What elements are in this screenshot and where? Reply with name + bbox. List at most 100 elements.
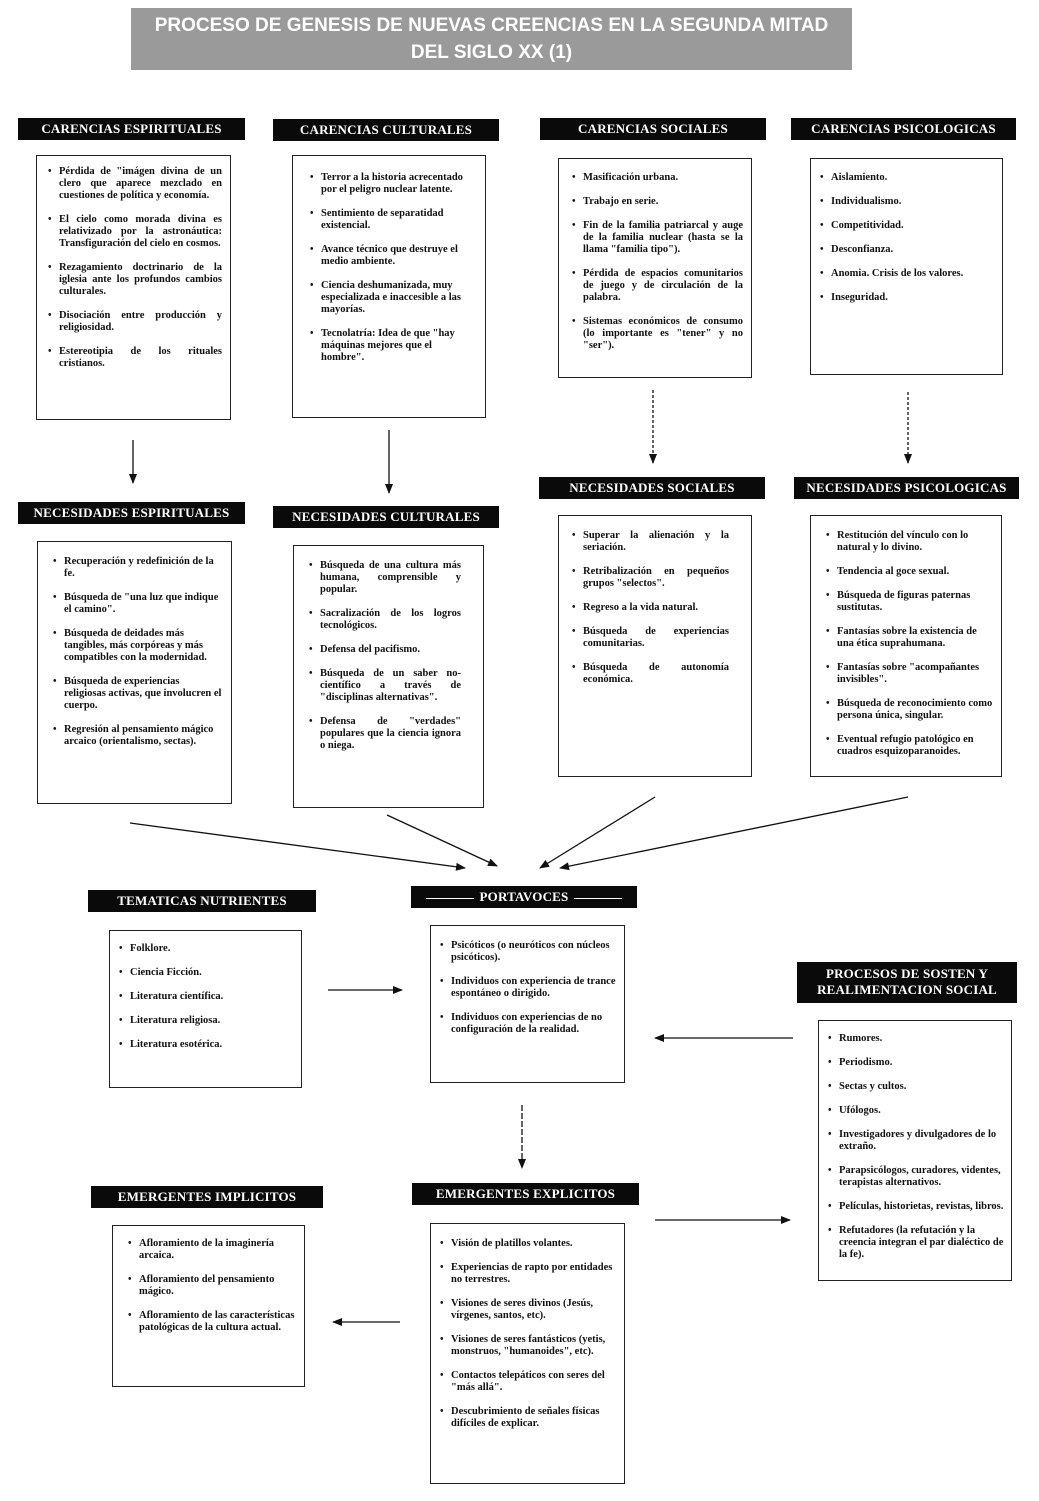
box-necesidades-espirituales: Recuperación y redefinición de la fe. Bús… xyxy=(37,541,232,804)
list-item: Ciencia deshumanizada, muy especializada… xyxy=(309,280,477,316)
header-procesos-sosten: PROCESOS DE SOSTEN Y REALIMENTACION SOCI… xyxy=(797,962,1017,1003)
list-item: Sistemas económicos de consumo (lo impor… xyxy=(571,316,743,352)
bullet-list: Recuperación y redefinición de la fe. Bús… xyxy=(52,556,223,748)
list-item: Búsqueda de "una luz que indique el cami… xyxy=(52,592,223,616)
list-item: Visión de platillos volantes. xyxy=(439,1238,616,1250)
header-carencias-psicologicas: CARENCIAS PSICOLOGICAS xyxy=(791,118,1016,140)
list-item: Afloramiento de la imaginería arcaica. xyxy=(127,1238,296,1262)
list-item: Recuperación y redefinición de la fe. xyxy=(52,556,223,580)
header-carencias-espirituales: CARENCIAS ESPIRITUALES xyxy=(18,118,245,140)
list-item: Pérdida de "imágen divina de un clero qu… xyxy=(47,166,222,202)
bullet-list: Folklore. Ciencia Ficción. Literatura cien… xyxy=(118,943,293,1051)
list-item: Investigadores y divulgadores de lo extr… xyxy=(827,1129,1009,1153)
list-item: Individuos con experiencias de no config… xyxy=(439,1012,616,1036)
box-procesos-sosten: Rumores.Periodismo.Sectas y cultos.Ufólo… xyxy=(818,1020,1012,1281)
list-item: Periodismo. xyxy=(827,1057,1009,1069)
bullet-list: Terror a la historia acrecentado por el … xyxy=(309,172,477,364)
header-portavoces: PORTAVOCES xyxy=(411,886,637,908)
header-necesidades-psicologicas: NECESIDADES PSICOLOGICAS xyxy=(794,477,1019,499)
list-item: Psicóticos (o neuróticos con núcleos psi… xyxy=(439,940,616,964)
arrow-psi-to-portavoces xyxy=(559,796,909,871)
list-item: Búsqueda de una cultura más humana, comp… xyxy=(308,560,461,596)
box-necesidades-sociales: Superar la alienación y la seriación. Ret… xyxy=(558,515,752,777)
list-item: Fantasías sobre la existencia de una éti… xyxy=(825,626,993,650)
bullet-list: Psicóticos (o neuróticos con núcleos psi… xyxy=(439,940,616,1036)
list-item: Masificación urbana. xyxy=(571,172,743,184)
list-item: Aislamiento. xyxy=(819,172,994,184)
bullet-list: Rumores.Periodismo.Sectas y cultos.Ufólo… xyxy=(827,1033,1009,1261)
list-item: Fin de la familia patriarcal y auge de l… xyxy=(571,220,743,256)
list-item: Avance técnico que destruye el medio amb… xyxy=(309,244,477,268)
header-carencias-culturales: CARENCIAS CULTURALES xyxy=(273,119,499,141)
bullet-list: Visión de platillos volantes. Experiencia… xyxy=(439,1238,616,1430)
list-item: Contactos telepáticos con seres del "más… xyxy=(439,1370,616,1394)
header-necesidades-culturales: NECESIDADES CULTURALES xyxy=(273,506,499,528)
list-item: Eventual refugio patológico en cuadros e… xyxy=(825,734,993,758)
list-item: Desconfianza. xyxy=(819,244,994,256)
list-item: Experiencias de rapto por entidades no t… xyxy=(439,1262,616,1286)
list-item: Defensa del pacifismo. xyxy=(308,644,461,656)
list-item: Ufólogos. xyxy=(827,1105,1009,1117)
arrow-cul-to-portavoces xyxy=(386,814,498,867)
box-emergentes-implicitos: Afloramiento de la imaginería arcaica. Af… xyxy=(112,1225,305,1387)
bullet-list: Masificación urbana. Trabajo en serie. Fin… xyxy=(571,172,743,352)
procesos-label-line-1: PROCESOS DE SOSTEN Y xyxy=(825,966,989,981)
list-item: Disociación entre producción y religiosi… xyxy=(47,310,222,334)
list-item: Tendencia al goce sexual. xyxy=(825,566,993,578)
box-necesidades-culturales: Búsqueda de una cultura más humana, comp… xyxy=(293,545,484,808)
procesos-label-line-2: REALIMENTACION SOCIAL xyxy=(817,982,997,997)
header-tematicas-nutrientes: TEMATICAS NUTRIENTES xyxy=(88,890,316,912)
list-item: Regresión al pensamiento mágico arcaico … xyxy=(52,724,223,748)
box-carencias-espirituales: Pérdida de "imágen divina de un clero qu… xyxy=(36,155,231,420)
box-tematicas-nutrientes: Folklore. Ciencia Ficción. Literatura cien… xyxy=(109,930,302,1088)
list-item: Sacralización de los logros tecnológicos… xyxy=(308,608,461,632)
list-item: Superar la alienación y la seriación. xyxy=(571,530,729,554)
list-item: Trabajo en serie. xyxy=(571,196,743,208)
box-carencias-psicologicas: Aislamiento. Individualismo. Competitivida… xyxy=(810,158,1003,375)
list-item: Ciencia Ficción. xyxy=(118,967,293,979)
list-item: Literatura esotérica. xyxy=(118,1039,293,1051)
list-item: Parapsicólogos, curadores, videntes, ter… xyxy=(827,1165,1009,1189)
list-item: Individualismo. xyxy=(819,196,994,208)
header-emergentes-implicitos: EMERGENTES IMPLICITOS xyxy=(91,1186,323,1208)
diagram-title: PROCESO DE GENESIS DE NUEVAS CREENCIAS E… xyxy=(131,8,852,70)
list-item: Visiones de seres fantásticos (yetis, mo… xyxy=(439,1334,616,1358)
list-item: Rezagamiento doctrinario de la iglesia a… xyxy=(47,262,222,298)
bullet-list: Aislamiento. Individualismo. Competitivida… xyxy=(819,172,994,304)
list-item: Búsqueda de experiencias comunitarias. xyxy=(571,626,729,650)
header-necesidades-sociales: NECESIDADES SOCIALES xyxy=(539,477,765,499)
list-item: Inseguridad. xyxy=(819,292,994,304)
box-emergentes-explicitos: Visión de platillos volantes. Experiencia… xyxy=(430,1223,625,1484)
list-item: Búsqueda de experiencias religiosas acti… xyxy=(52,676,223,712)
list-item: Retribalización en pequeños grupos "sele… xyxy=(571,566,729,590)
list-item: Competitividad. xyxy=(819,220,994,232)
box-carencias-culturales: Terror a la historia acrecentado por el … xyxy=(292,155,486,418)
header-necesidades-espirituales: NECESIDADES ESPIRITUALES xyxy=(18,502,245,524)
bullet-list: Pérdida de "imágen divina de un clero qu… xyxy=(47,166,222,370)
list-item: Restitución del vínculo con lo natural y… xyxy=(825,530,993,554)
list-item: Sentimiento de separatidad existencial. xyxy=(309,208,477,232)
title-line-1: PROCESO DE GENESIS DE NUEVAS CREENCIAS E… xyxy=(154,15,829,36)
bullet-list: Búsqueda de una cultura más humana, comp… xyxy=(308,560,461,752)
arrow-soc-to-portavoces xyxy=(539,796,656,869)
box-portavoces: Psicóticos (o neuróticos con núcleos psi… xyxy=(430,925,625,1083)
list-item: Literatura científica. xyxy=(118,991,293,1003)
title-line-2: DEL SIGLO XX (1) xyxy=(410,42,573,63)
arrow-esp-to-portavoces xyxy=(129,822,466,871)
list-item: Defensa de "verdades" populares que la c… xyxy=(308,716,461,752)
divider-line-right xyxy=(574,897,623,899)
list-item: Fantasías sobre "acompañantes invisibles… xyxy=(825,662,993,686)
list-item: Regreso a la vida natural. xyxy=(571,602,729,614)
list-item: Afloramiento del pensamiento mágico. xyxy=(127,1274,296,1298)
header-emergentes-explicitos: EMERGENTES EXPLICITOS xyxy=(412,1183,639,1205)
list-item: Folklore. xyxy=(118,943,293,955)
list-item: Pérdida de espacios comunitarios de jueg… xyxy=(571,268,743,304)
portavoces-label: PORTAVOCES xyxy=(479,889,569,904)
list-item: Refutadores (la refutación y la creencia… xyxy=(827,1225,1009,1261)
box-necesidades-psicologicas: Restitución del vínculo con lo natural y… xyxy=(810,515,1002,777)
divider-line-left xyxy=(425,897,474,899)
list-item: Películas, historietas, revistas, libros… xyxy=(827,1201,1009,1213)
list-item: Búsqueda de un saber no-científico a tra… xyxy=(308,668,461,704)
list-item: Sectas y cultos. xyxy=(827,1081,1009,1093)
